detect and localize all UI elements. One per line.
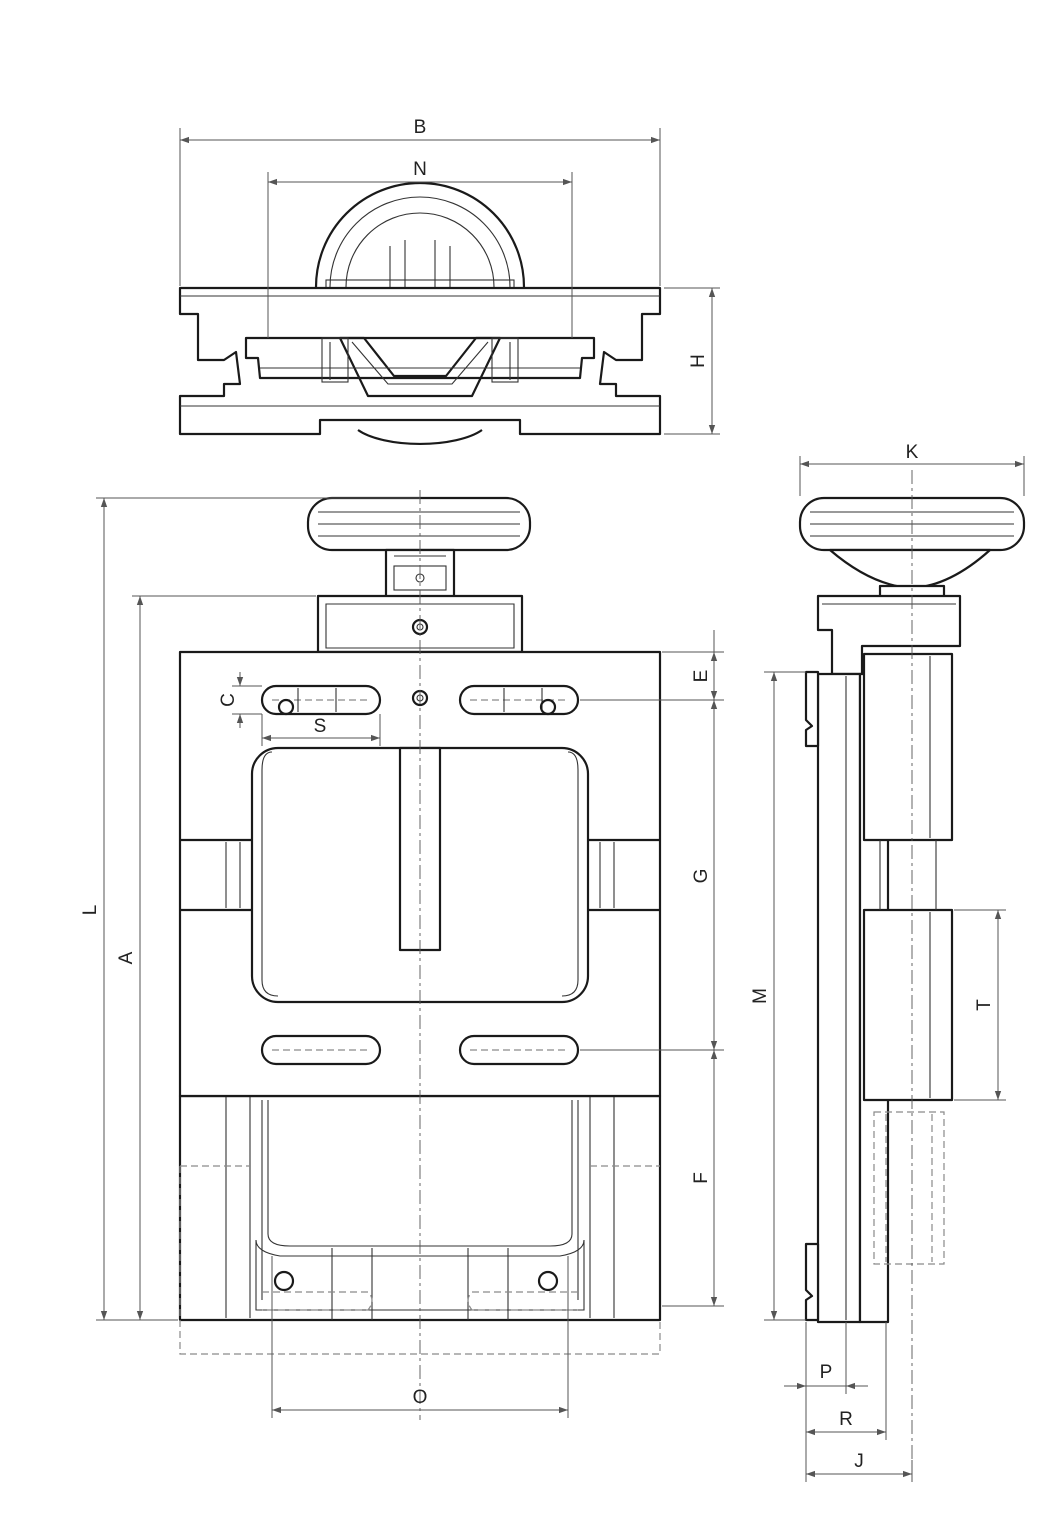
dimension-labels: B N H K L A C S E G F O M T P R J: [80, 117, 995, 1472]
side-view: [798, 470, 1026, 1480]
top-view: [178, 181, 662, 446]
label-S: S: [314, 716, 327, 737]
label-E: E: [691, 670, 712, 683]
front-view: [178, 490, 662, 1420]
label-G: G: [691, 869, 712, 884]
label-A: A: [116, 951, 137, 964]
label-O: O: [413, 1387, 428, 1408]
label-M: M: [750, 988, 771, 1004]
label-C: C: [218, 693, 239, 707]
dimension-lines: [96, 128, 1025, 1482]
label-K: K: [906, 442, 919, 463]
label-T: T: [974, 999, 995, 1011]
label-F: F: [691, 1172, 712, 1184]
label-L: L: [80, 905, 101, 916]
label-B: B: [414, 117, 427, 138]
label-P: P: [820, 1362, 833, 1383]
label-J: J: [854, 1451, 864, 1472]
label-R: R: [839, 1409, 853, 1430]
label-H: H: [688, 354, 709, 368]
label-N: N: [413, 159, 427, 180]
